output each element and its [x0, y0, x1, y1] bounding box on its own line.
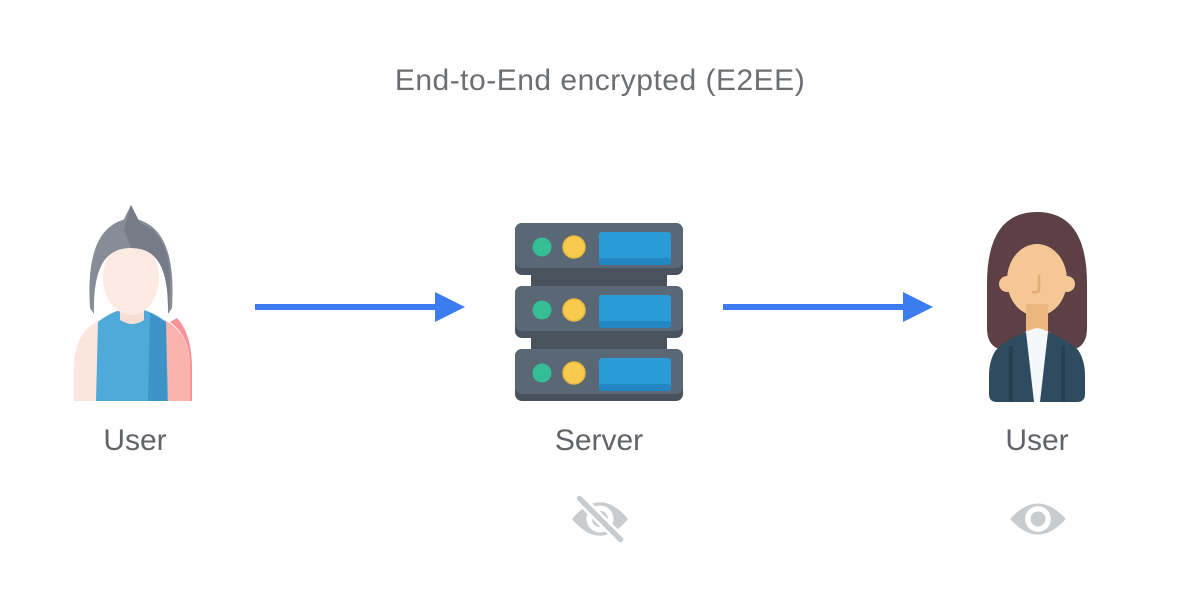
eye-slash-icon: [571, 493, 629, 545]
sender-label: User: [103, 424, 167, 457]
female-user-avatar-icon: [987, 212, 1087, 402]
server-label: Server: [554, 424, 644, 457]
server-node: [515, 223, 683, 401]
diagram-title: End-to-End encrypted (E2EE): [394, 64, 806, 97]
eye-icon: [1010, 503, 1066, 535]
arrow-server-to-recipient-icon: [723, 292, 933, 322]
arrow-sender-to-server-icon: [255, 292, 465, 322]
recipient-label: User: [1005, 424, 1069, 457]
recipient-node: [967, 198, 1107, 402]
sender-node: [64, 196, 200, 401]
male-user-avatar-icon: [74, 205, 192, 401]
server-stack-icon: [515, 223, 683, 401]
